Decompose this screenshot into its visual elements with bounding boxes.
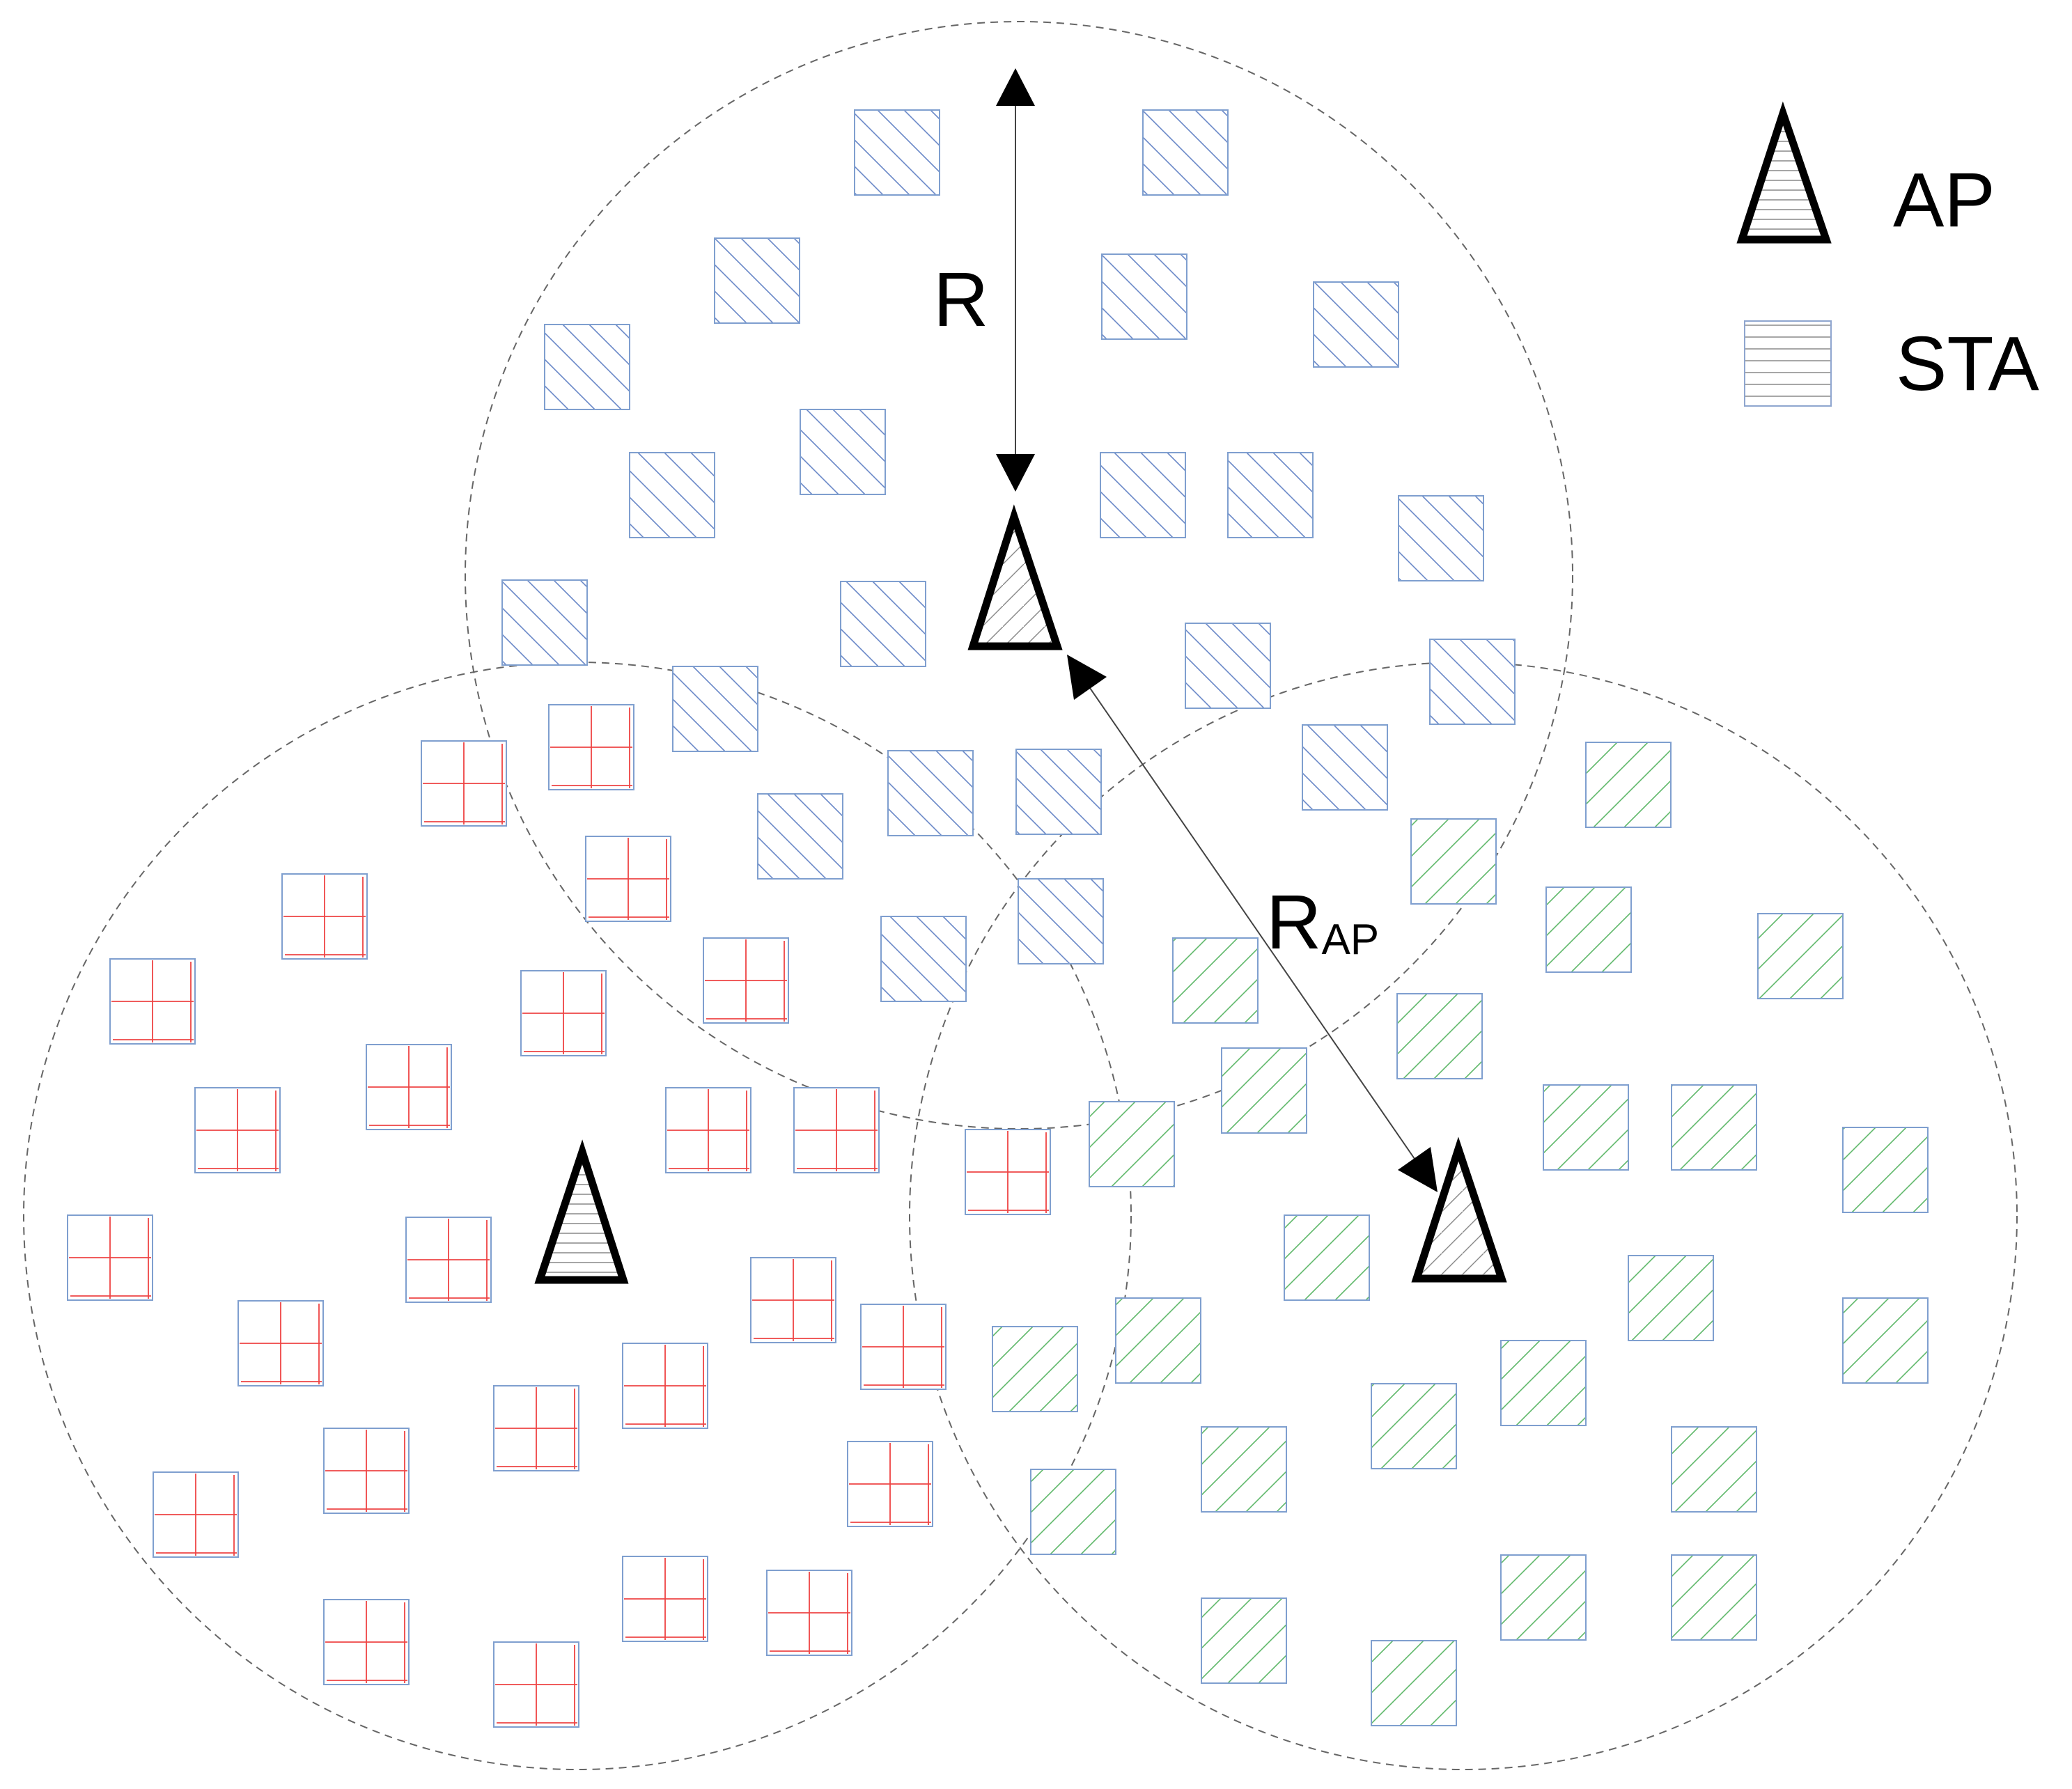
station-icon	[1302, 724, 1388, 811]
station-icon	[323, 1428, 410, 1514]
station-icon	[1500, 1554, 1587, 1641]
station-icon	[281, 873, 368, 960]
ap-distance-label: RAP	[1266, 880, 1379, 965]
station-icon	[750, 1257, 836, 1343]
station-icon	[757, 793, 843, 880]
station-icon	[665, 1087, 751, 1173]
station-icon	[1429, 639, 1516, 725]
station-icon	[493, 1641, 579, 1728]
left-ap-icon	[534, 1139, 629, 1284]
legend-ap-icon	[1736, 101, 1832, 244]
station-icon	[703, 937, 789, 1024]
station-icon	[1221, 1047, 1307, 1134]
station-icon	[622, 1556, 708, 1642]
station-icon	[887, 750, 974, 836]
station-icon	[714, 237, 800, 324]
station-icon	[323, 1599, 410, 1685]
legend-sta-label: STA	[1896, 321, 2039, 407]
station-icon	[672, 666, 758, 752]
station-icon	[1115, 1297, 1201, 1384]
station-icon	[1757, 913, 1844, 999]
station-icon	[1101, 253, 1187, 340]
top-ap-icon	[967, 504, 1063, 650]
station-icon	[1396, 993, 1483, 1079]
right-ap-icon	[1411, 1136, 1507, 1283]
station-icon	[1142, 109, 1229, 196]
station-icon	[1410, 818, 1497, 905]
legend: AP STA	[1736, 101, 2039, 407]
station-icon	[1543, 1084, 1629, 1171]
station-icon	[847, 1441, 933, 1527]
station-icon	[1585, 742, 1672, 828]
station-icon	[1313, 281, 1399, 368]
station-icon	[1030, 1469, 1116, 1555]
station-icon	[965, 1129, 1051, 1215]
station-icon	[109, 958, 196, 1045]
station-icon	[67, 1214, 153, 1301]
station-icon	[800, 409, 886, 495]
station-icon	[1172, 937, 1259, 1024]
station-icon	[1371, 1640, 1457, 1726]
radius-label: R	[933, 257, 988, 343]
station-icon	[622, 1343, 708, 1429]
station-icon	[1227, 452, 1314, 538]
station-icon	[544, 324, 630, 410]
station-icon	[1018, 878, 1104, 964]
station-icon	[1628, 1255, 1714, 1341]
top-cell-stations	[501, 109, 1516, 1002]
station-icon	[421, 740, 507, 827]
station-icon	[1284, 1214, 1370, 1301]
station-icon	[1089, 1101, 1175, 1187]
station-icon	[854, 109, 940, 196]
station-icon	[1500, 1340, 1587, 1426]
station-icon	[992, 1326, 1078, 1412]
station-icon	[1671, 1426, 1757, 1513]
station-icon	[766, 1570, 852, 1656]
station-icon	[880, 916, 967, 1002]
station-icon	[548, 704, 634, 790]
station-icon	[1015, 749, 1102, 835]
top-cell-circle	[465, 21, 1573, 1130]
station-icon	[1201, 1597, 1287, 1684]
station-icon	[501, 579, 588, 666]
station-icon	[1201, 1426, 1287, 1513]
station-icon	[1185, 623, 1271, 709]
station-icon	[1371, 1383, 1457, 1469]
station-icon	[194, 1087, 281, 1173]
station-icon	[840, 581, 926, 667]
station-icon	[860, 1304, 947, 1390]
station-icon	[1671, 1554, 1757, 1641]
right-cell-stations	[992, 742, 1929, 1726]
access-points	[534, 504, 1507, 1284]
station-icon	[1671, 1084, 1757, 1171]
station-icon	[366, 1044, 452, 1130]
ap-distance-arrow	[1067, 655, 1438, 1192]
station-icon	[793, 1087, 880, 1173]
left-cell-stations	[67, 704, 1051, 1728]
legend-sta-icon	[1744, 320, 1832, 407]
station-icon	[1545, 886, 1632, 973]
station-icon	[493, 1385, 579, 1471]
station-icon	[1842, 1127, 1929, 1213]
station-icon	[405, 1217, 492, 1303]
station-icon	[520, 970, 607, 1056]
station-icon	[237, 1300, 324, 1386]
station-icon	[585, 836, 671, 922]
station-icon	[1100, 452, 1186, 538]
station-icon	[1398, 495, 1484, 581]
station-icon	[153, 1471, 239, 1558]
station-icon	[629, 452, 715, 538]
radius-arrow	[996, 68, 1035, 492]
station-icon	[1842, 1297, 1929, 1384]
legend-ap-label: AP	[1893, 157, 1995, 243]
